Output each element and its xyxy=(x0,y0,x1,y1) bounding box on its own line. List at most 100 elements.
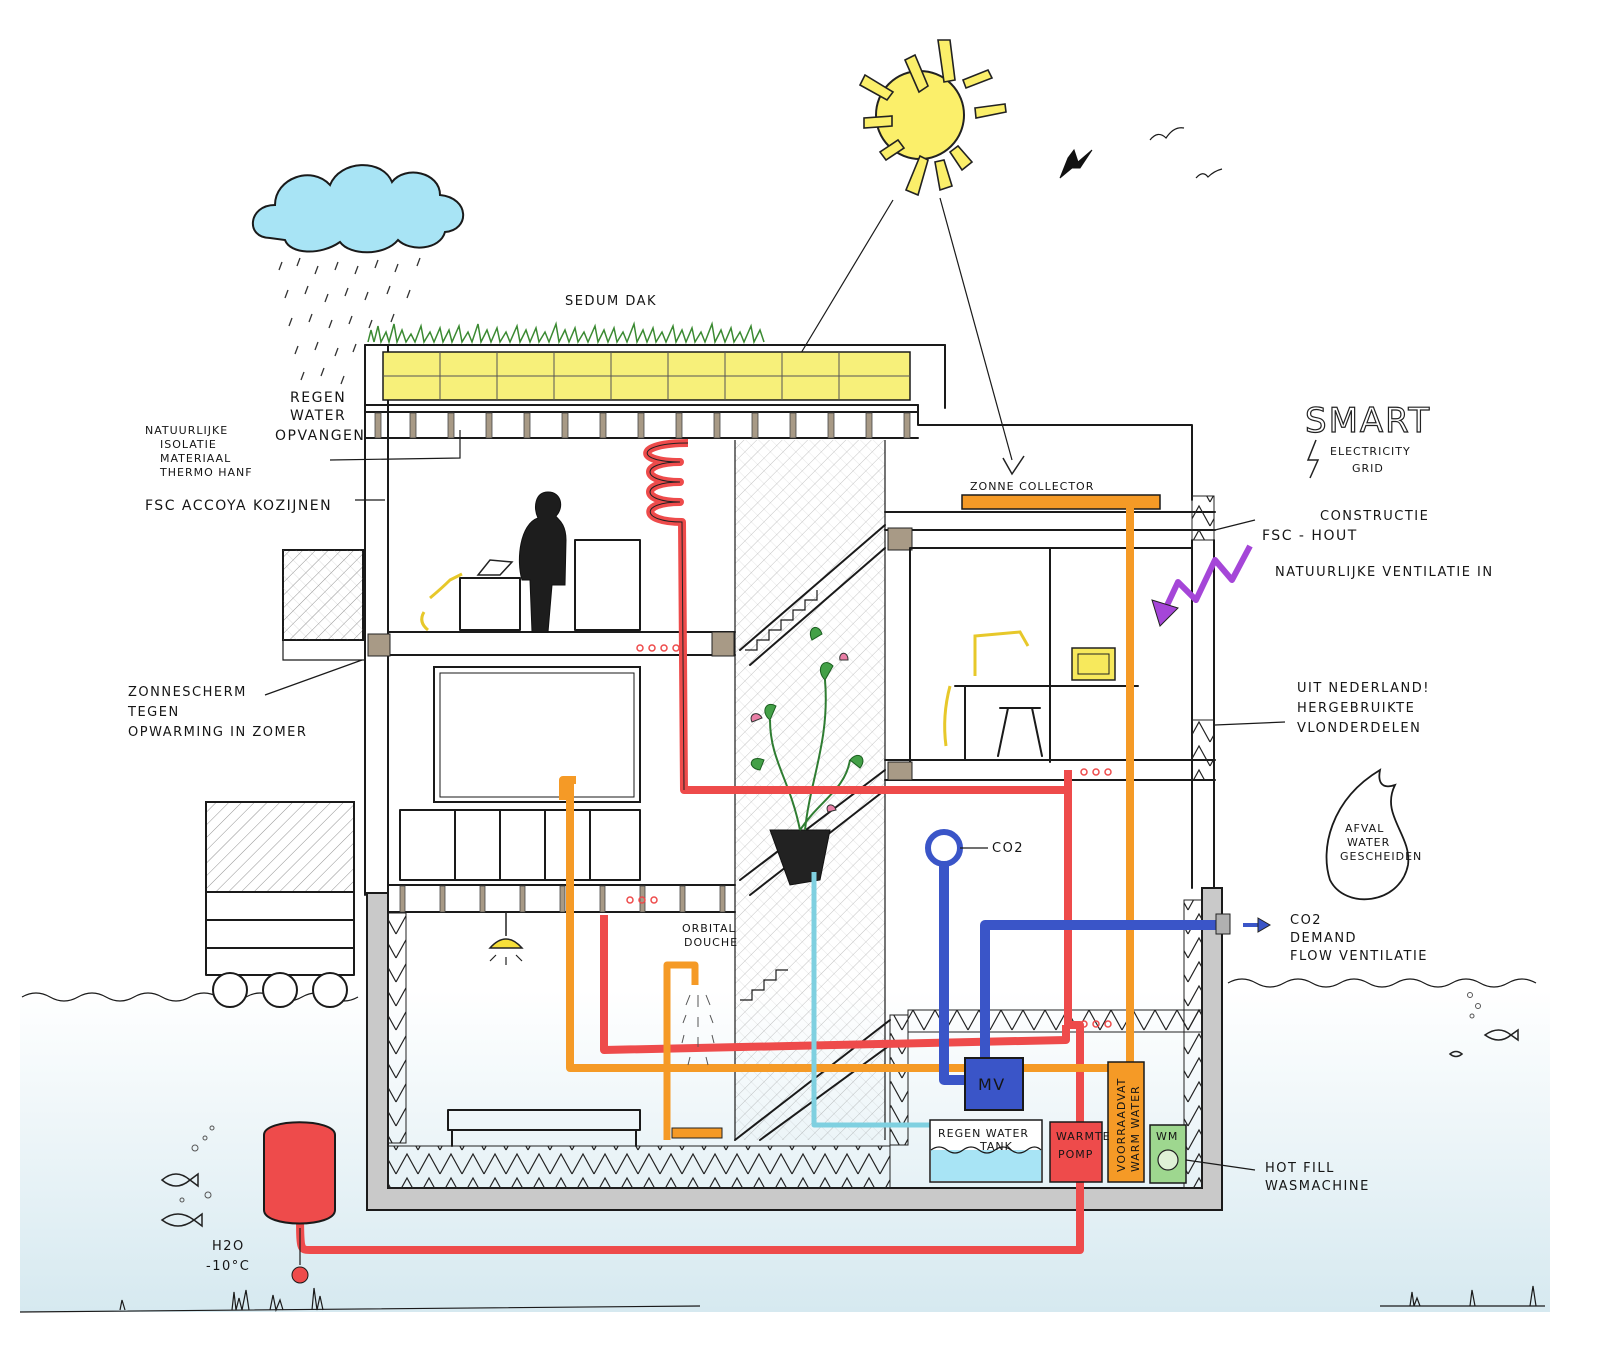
window-living-inner xyxy=(439,672,635,798)
water-drop-icon xyxy=(1325,768,1410,901)
label-tegen: TEGEN xyxy=(127,705,180,720)
lamp-icon xyxy=(488,912,524,965)
washer-door xyxy=(1157,1149,1179,1171)
right-roof xyxy=(884,511,1216,531)
warmte-pomp xyxy=(1049,1121,1103,1183)
label-afval: AFVAL xyxy=(1345,822,1384,835)
pipe-rain xyxy=(811,872,945,1128)
pipe-section-dots xyxy=(626,644,1112,1028)
label-isolatie: ISOLATIE xyxy=(160,438,217,451)
bed xyxy=(447,1109,641,1147)
label-h2o: H2O xyxy=(212,1239,245,1254)
split-level-floor xyxy=(907,1009,1203,1033)
label-natuurlijke-ventilatie: NATUURLIJKE VENTILATIE IN xyxy=(1275,565,1494,580)
leader-hotfill xyxy=(1185,1159,1256,1171)
label-thermo-hanf: THERMO HANF xyxy=(159,466,253,479)
label-fsc-accoya: FSC ACCOYA KOZIJNEN xyxy=(145,498,332,514)
label-materiaal: MATERIAAL xyxy=(160,452,231,465)
label-smart: SMART xyxy=(1305,401,1431,441)
label-water-2: WATER xyxy=(1347,836,1390,849)
boat-float-1 xyxy=(212,972,248,1008)
ventilation-arrow xyxy=(1160,544,1253,616)
label-gescheiden: GESCHEIDEN xyxy=(1340,850,1422,863)
label-sedum-dak: SEDUM DAK xyxy=(565,294,657,309)
bird-icon xyxy=(1149,127,1185,141)
boat-cabin xyxy=(205,801,355,893)
voorraadvat xyxy=(1107,1061,1145,1183)
tank-valve xyxy=(291,1266,309,1284)
collector-arrowhead xyxy=(1002,455,1025,476)
sun-ray-roof xyxy=(786,199,894,378)
bird-icon xyxy=(1059,148,1093,179)
label-co2: CO2 xyxy=(1290,913,1322,928)
boat-float-2 xyxy=(262,972,298,1008)
grass-bottom xyxy=(119,1285,1537,1313)
roof-joist-blocks xyxy=(374,412,911,439)
floor-beam xyxy=(711,631,735,657)
label-hergebruikte: HERGEBRUIKTE xyxy=(1297,701,1415,716)
water-surface-right xyxy=(1227,978,1537,988)
left-balcony-screen-cross xyxy=(283,550,363,640)
label-grid: GRID xyxy=(1352,462,1384,475)
label-voorraadvat: VOORRAADVAT xyxy=(1115,1078,1128,1172)
label-wasmachine: WASMACHINE xyxy=(1265,1179,1370,1194)
window-living xyxy=(433,666,641,803)
desk-box xyxy=(459,577,521,631)
pipe-hot-lower xyxy=(296,915,1084,1254)
rain-drops xyxy=(278,257,421,385)
label-vlonderdelen: VLONDERDELEN xyxy=(1297,721,1421,736)
basement-floor-insulation xyxy=(387,1145,891,1189)
label-zonne-collector: ZONNE COLLECTOR xyxy=(970,480,1094,493)
pipe-douche xyxy=(663,961,699,1140)
right-wall-insulation xyxy=(1191,719,1215,781)
boat-float-3 xyxy=(312,972,348,1008)
label-uit-nederland: UIT NEDERLAND! xyxy=(1297,681,1430,696)
air-outlet xyxy=(1215,913,1231,935)
basement-insulation-left xyxy=(387,912,407,1144)
pipe-warm xyxy=(559,500,1134,1072)
fish-icon xyxy=(160,1028,1519,1228)
label-water: WATER xyxy=(290,408,346,424)
label-co2-sensor: CO2 xyxy=(992,841,1024,856)
label-zonnescherm: ZONNESCHERM xyxy=(128,685,247,700)
label-mv: MV xyxy=(978,1075,1006,1094)
basement-insulation-right xyxy=(1183,899,1203,1189)
label-tank: TANK xyxy=(979,1140,1013,1153)
label-fsc-hout: FSC - HOUT xyxy=(1262,528,1358,544)
label-opvangen: OPVANGEN xyxy=(275,428,365,444)
label-natuurlijke: NATUURLIJKE xyxy=(145,424,228,437)
desk-right xyxy=(943,630,1139,761)
sun-ray-collector xyxy=(939,197,1013,461)
label-temp: -10°C xyxy=(206,1259,250,1274)
leader-isolatie xyxy=(329,430,461,461)
right-roof-beam xyxy=(887,527,913,551)
label-demand: DEMAND xyxy=(1290,931,1357,946)
label-flow-ventilatie: FLOW VENTILATIE xyxy=(1290,949,1428,964)
water-surface-left xyxy=(21,992,359,1002)
label-electricity: ELECTRICITY xyxy=(1330,445,1411,458)
ground-joists xyxy=(399,885,726,913)
stair-treads xyxy=(740,590,818,1001)
label-regen: REGEN xyxy=(290,390,346,406)
right-window-frame xyxy=(909,547,1193,763)
person-icon xyxy=(518,491,567,633)
bottom-line xyxy=(19,1305,1545,1313)
label-douche: DOUCHE xyxy=(684,936,738,949)
label-warmte: WARMTE xyxy=(1056,1130,1111,1143)
shower-spray xyxy=(681,994,715,1066)
stair-upper xyxy=(739,524,886,666)
leader-vlonder xyxy=(1214,721,1286,726)
cloud-icon xyxy=(252,164,465,254)
regen-water-level xyxy=(931,1150,1041,1181)
douche-drain xyxy=(671,1127,723,1139)
solar-roof-cells xyxy=(383,352,910,400)
right-roof-outline xyxy=(917,404,1193,501)
co2-sensor-ring xyxy=(925,829,963,867)
right-floor xyxy=(884,759,1216,781)
plant-icon xyxy=(750,626,864,886)
floor-beam-edge xyxy=(367,633,391,657)
lightning-icon xyxy=(1306,439,1320,479)
left-balcony-frame xyxy=(282,640,365,661)
